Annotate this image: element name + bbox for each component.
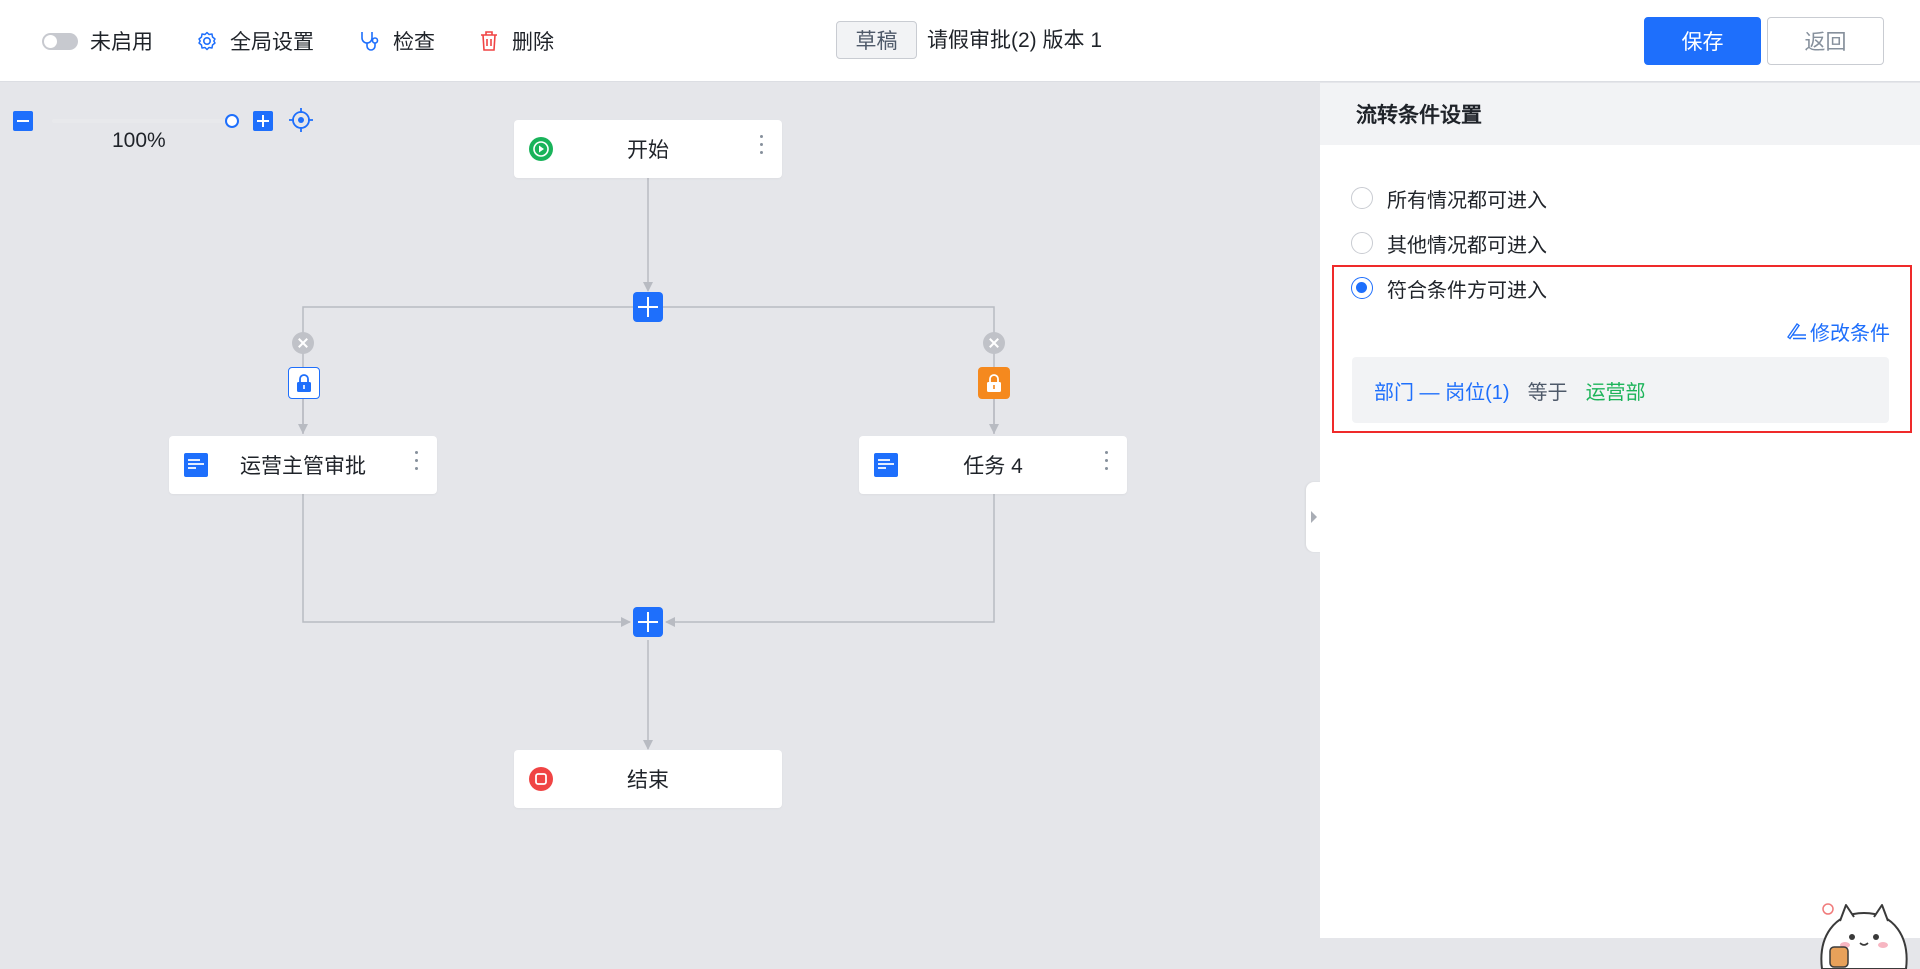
delete-branch-icon[interactable] [983, 332, 1005, 354]
check-button[interactable]: 检查 [357, 25, 435, 57]
start-node[interactable]: 开始 [514, 120, 782, 178]
delete-branch-icon[interactable] [292, 332, 314, 354]
more-icon[interactable] [415, 451, 419, 470]
draft-status-badge: 草稿 [836, 21, 917, 59]
condition-value: 运营部 [1585, 381, 1646, 404]
task-4-node[interactable]: 任务 4 [859, 436, 1127, 494]
global-settings-button[interactable]: 全局设置 [196, 25, 314, 57]
task-icon [873, 452, 899, 483]
minus-icon[interactable] [13, 111, 33, 131]
radio-icon[interactable] [1351, 232, 1373, 254]
condition-rule: 部门 — 岗位(1) 等于 运营部 [1352, 357, 1889, 423]
back-button[interactable]: 返回 [1767, 17, 1884, 65]
panel-title: 流转条件设置 [1320, 83, 1920, 145]
option-label: 所有情况都可进入 [1387, 189, 1547, 212]
delete-button[interactable]: 删除 [478, 25, 554, 57]
zoom-slider-handle[interactable] [225, 114, 239, 128]
option-meet-conditions[interactable]: 符合条件方可进入 [1351, 273, 1547, 303]
option-other-cases[interactable]: 其他情况都可进入 [1351, 228, 1547, 258]
highlight-frame [1332, 265, 1912, 433]
add-node-button[interactable] [633, 607, 663, 637]
edit-condition-link[interactable]: 修改条件 [1785, 317, 1890, 345]
radio-icon[interactable] [1351, 187, 1373, 209]
flow-canvas[interactable]: 100% 开始 运营主管审批 任务 4 [0, 83, 1320, 969]
edit-condition-label: 修改条件 [1810, 322, 1890, 345]
task-4-label: 任务 4 [963, 455, 1023, 478]
global-settings-label: 全局设置 [230, 31, 314, 54]
task-icon [183, 452, 209, 483]
check-label: 检查 [393, 31, 435, 54]
workflow-title: 请假审批(2) 版本 1 [927, 29, 1103, 52]
option-label: 其他情况都可进入 [1387, 234, 1547, 257]
option-label: 符合条件方可进入 [1387, 279, 1547, 302]
enable-label: 未启用 [90, 31, 153, 54]
end-node-label: 结束 [627, 769, 669, 792]
stop-icon [528, 766, 554, 797]
delete-label: 删除 [512, 31, 554, 54]
start-node-label: 开始 [627, 139, 669, 162]
top-toolbar: 未启用 全局设置 检查 删除 草稿 请假审批(2) 版本 1 保存 返回 [0, 0, 1920, 82]
play-icon [528, 136, 554, 167]
stethoscope-icon [357, 29, 381, 53]
save-button[interactable]: 保存 [1644, 17, 1761, 65]
gear-icon [196, 30, 218, 52]
panel-collapse-handle[interactable] [1306, 482, 1322, 552]
edit-icon [1785, 320, 1807, 342]
add-branch-button[interactable] [633, 292, 663, 322]
condition-lock-icon[interactable] [978, 367, 1010, 399]
condition-operator: 等于 [1527, 381, 1568, 404]
trash-icon [478, 29, 500, 53]
condition-settings-panel: 流转条件设置 所有情况都可进入 其他情况都可进入 符合条件方可进入 修改条件 部… [1320, 83, 1920, 938]
condition-lock-icon[interactable] [288, 367, 320, 399]
approval-task-node[interactable]: 运营主管审批 [169, 436, 437, 494]
zoom-slider[interactable] [52, 119, 232, 123]
enable-toggle[interactable]: 未启用 [42, 25, 153, 57]
target-icon[interactable] [288, 107, 314, 138]
toggle-icon[interactable] [42, 32, 78, 50]
zoom-level: 100% [112, 129, 166, 152]
flow-connectors [298, 178, 999, 750]
more-icon[interactable] [760, 135, 764, 154]
more-icon[interactable] [1105, 451, 1109, 470]
approval-task-label: 运营主管审批 [240, 455, 366, 478]
zoom-controls: 100% [0, 83, 320, 163]
radio-checked-icon[interactable] [1351, 277, 1373, 299]
end-node[interactable]: 结束 [514, 750, 782, 808]
option-all-cases[interactable]: 所有情况都可进入 [1351, 183, 1547, 213]
plus-icon[interactable] [253, 111, 273, 131]
condition-field[interactable]: 部门 — 岗位(1) [1374, 381, 1510, 404]
assistant-mascot-icon[interactable] [1812, 877, 1916, 969]
